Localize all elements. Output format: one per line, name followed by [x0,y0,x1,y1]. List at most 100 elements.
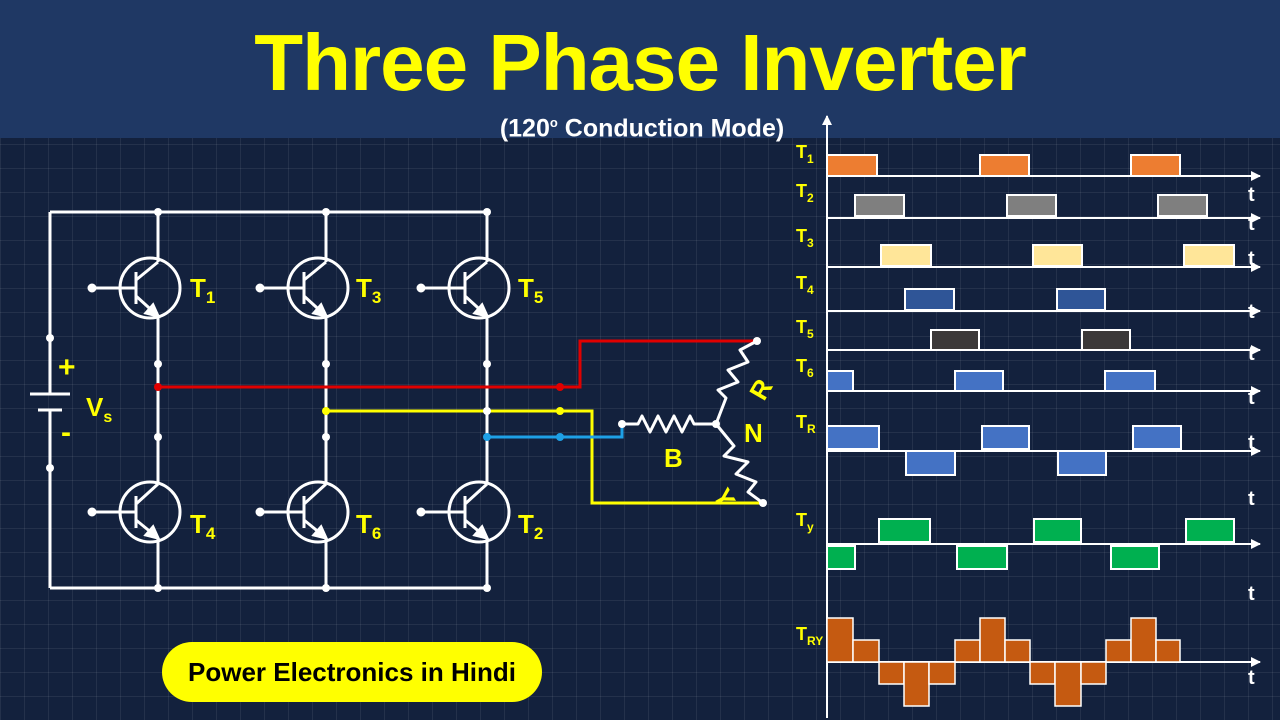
step-10 [1054,661,1082,707]
pulse-2 [1032,244,1083,267]
pulse-3 [1157,194,1208,217]
waveform-row-3: T3t [796,226,1261,272]
label-t5: T5 [518,273,543,307]
pulse-3 [1104,370,1156,392]
step-2 [852,639,880,663]
pulse-1 [904,288,955,311]
waveform-row-6: T6t [796,356,1261,409]
step-4 [903,661,930,707]
label-t4: T4 [190,509,216,543]
pulse-3 [1185,518,1235,543]
step-6 [954,639,981,663]
step-8 [1004,639,1031,663]
phase-wires [158,339,763,505]
resistor-y [714,423,764,505]
transistor-t2 [416,480,511,544]
waveform-row-1: T1 t [796,142,1261,206]
transistor-t5 [416,256,511,320]
transistor-t1 [87,256,182,320]
b-phase-wire [487,424,624,439]
inverter-circuit [30,210,489,590]
load-label-r: R [743,374,778,405]
phase-dots [154,383,564,441]
r-phase-wire [158,339,757,389]
label-t3: T3 [356,273,381,307]
waveform-label: T5 [796,317,814,341]
pulse-3 [1183,244,1235,267]
waveform-row-9: TRY t t [796,583,1261,707]
pulse-4 [826,545,856,570]
waveform-row-7: TR t [796,412,1261,476]
pulse-1 [854,194,905,217]
time-label: t [1248,343,1255,365]
time-label: t [1248,387,1255,409]
step-14 [1155,639,1181,663]
pulse-4 [905,450,956,476]
pulse-1 [930,329,980,351]
time-label: t [1248,184,1255,206]
transistor-t6 [255,480,350,544]
time-label: t [1248,488,1255,510]
pulse-1 [826,425,880,450]
label-t1: T1 [190,273,215,307]
pulse-1 [880,244,932,267]
time-label: t [1248,667,1255,689]
pulse-2 [1006,194,1057,217]
load-label-y: Y [707,483,742,513]
junction-dots [46,208,767,592]
pulse-6 [1110,545,1160,570]
time-label: t [1248,583,1255,605]
step-13 [1130,617,1157,663]
pulse-3 [1130,154,1181,177]
time-label: t [1248,432,1255,454]
pulse-1 [826,154,878,177]
source-label: Vs [86,392,112,426]
waveform-row-2: T2 t [796,181,1261,235]
step-5 [928,661,956,685]
step-3 [878,661,905,685]
page-subtitle: (120o Conduction Mode) [499,114,785,143]
load-label-n: N [744,418,763,448]
time-label: t [1248,213,1255,235]
waveform-label: Ty [796,510,814,534]
time-label: t [1248,301,1255,323]
label-t6: T6 [356,509,381,543]
waveform-row-5: T5 t [796,317,1261,365]
waveform-label: T3 [796,226,814,250]
waveform-row-8: Ty t [796,488,1261,570]
pulse-3 [1132,425,1182,450]
waveform-label: T2 [796,181,814,205]
source-minus: - [61,416,71,449]
step-9 [1029,661,1056,685]
step-11 [1080,661,1107,685]
resistor-b [622,414,716,434]
waveform-label: T4 [796,273,814,297]
transistor-t4 [87,480,182,544]
pulse-2 [1056,288,1106,311]
pulse-2 [981,425,1030,450]
y-phase-wire [326,409,763,505]
pulse-1 [826,370,854,392]
channel-badge: Power Electronics in Hindi [162,642,542,702]
resistor-r [714,339,758,425]
label-t2: T2 [518,509,543,543]
pulse-2 [1033,518,1082,543]
star-load [622,339,764,505]
step-12 [1105,639,1132,663]
pulse-5 [1057,450,1107,476]
pulse-2 [1081,329,1131,351]
source-plus: + [58,351,76,384]
transistor-t3 [255,256,350,320]
pulse-2 [979,154,1030,177]
step-1 [826,617,854,663]
load-label-b: B [664,443,683,473]
waveform-label: TRY [796,624,823,648]
waveform-label: TR [796,412,816,436]
pulse-1 [878,518,931,543]
waveform-label: T1 [796,142,814,166]
waveform-row-4: T4 t [796,273,1261,323]
pulse-5 [956,545,1008,570]
